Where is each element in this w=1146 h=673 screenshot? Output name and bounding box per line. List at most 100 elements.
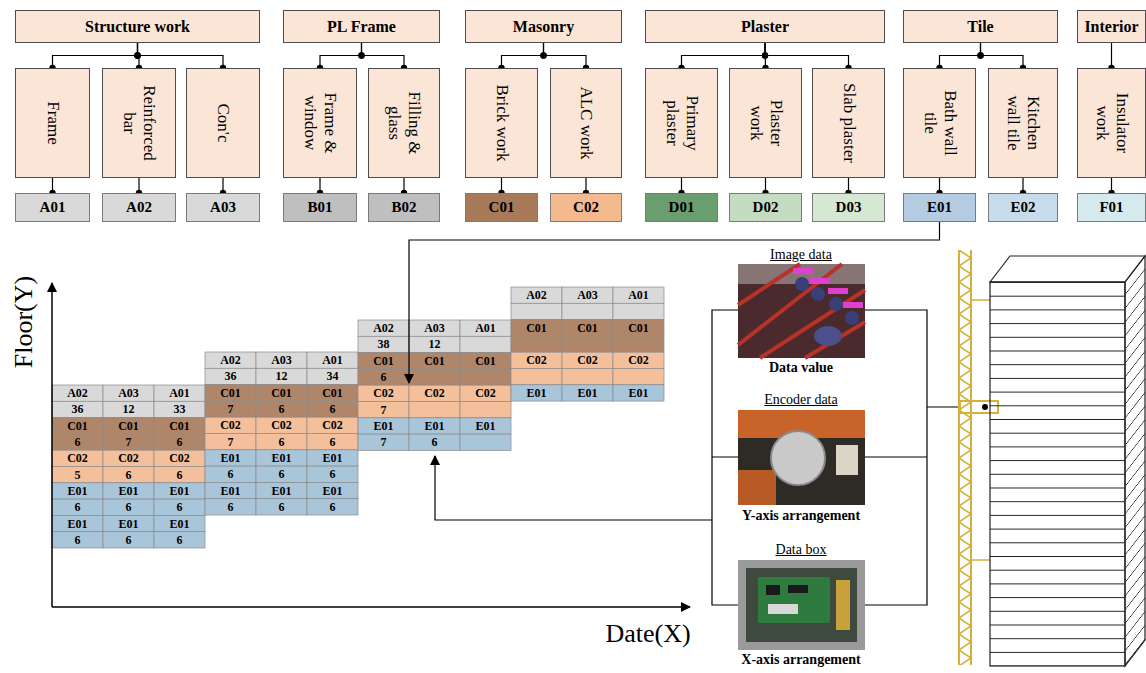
table-cell: 7: [381, 403, 387, 417]
table-cell: A02: [526, 288, 547, 302]
chart-cell: [460, 353, 511, 369]
node-text: A01: [40, 199, 66, 216]
table-cell: 6: [279, 467, 285, 481]
table-cell: A01: [169, 386, 190, 400]
tree-connector: [939, 178, 940, 193]
chart-cell: [103, 418, 154, 434]
table-cell: 6: [177, 500, 183, 514]
building-top: [990, 256, 1145, 282]
category-header: Interior: [1077, 10, 1146, 43]
chart-cell: [103, 450, 154, 466]
node-text: D02: [753, 199, 779, 216]
chart-cell: [409, 353, 460, 369]
tree-connector: [320, 43, 362, 68]
node-text: D03: [836, 199, 862, 216]
table-cell: 36: [72, 402, 84, 416]
tree-connector: [981, 43, 1024, 68]
chart-cell: [511, 385, 562, 401]
junction-dot: [540, 52, 546, 58]
photo-title: Encoder data: [764, 392, 837, 408]
node-text: C01: [489, 199, 515, 216]
tree-connector: [138, 178, 139, 193]
table-cell: 38: [378, 337, 390, 351]
chart-cell: [205, 466, 256, 482]
chart-cell: [154, 418, 205, 434]
tree-connector: [544, 43, 587, 68]
chart-cell: [511, 303, 562, 319]
code-box: A02: [102, 193, 176, 222]
code-box: C02: [550, 193, 622, 222]
task-box: Kitchen wall tile: [988, 68, 1058, 178]
chart-cell: [613, 287, 664, 303]
category-header: PL Frame: [283, 10, 440, 43]
tree-connector: [765, 43, 849, 68]
task-box: Bath wall tile: [903, 68, 976, 178]
photo-worker: [845, 311, 859, 325]
chart-cell: [256, 466, 307, 482]
chart-cell: [460, 418, 511, 434]
table-cell: A01: [322, 353, 343, 367]
mast-rail: [970, 250, 972, 665]
chip: [768, 604, 798, 614]
databox-photo: [738, 560, 865, 650]
table-cell: 6: [126, 468, 132, 482]
chart-cell: [613, 369, 664, 385]
chart-cell: [511, 320, 562, 336]
table-cell: C02: [373, 386, 394, 400]
table-cell: A03: [118, 386, 139, 400]
box-inside: [746, 568, 857, 642]
node-text: Primary plaster: [662, 83, 702, 163]
code-box: A03: [186, 193, 260, 222]
node-text: A03: [210, 199, 236, 216]
chart-cell: [205, 401, 256, 417]
chart-cell: [205, 450, 256, 466]
photo-worker: [795, 277, 809, 291]
table-cell: E01: [220, 451, 240, 465]
table-cell: C01: [220, 386, 241, 400]
table-cell: E01: [424, 419, 444, 433]
photo-caption: Y-axis arrangement: [742, 508, 860, 524]
chart-cell: [256, 417, 307, 433]
chart-cell: [256, 482, 307, 498]
node-text: PL Frame: [327, 18, 396, 36]
building-side: [1125, 256, 1145, 666]
table-cell: C01: [271, 386, 292, 400]
table-cell: C02: [475, 386, 496, 400]
code-box: A01: [15, 193, 90, 222]
chart-cell: [205, 482, 256, 498]
chip: [766, 585, 780, 595]
photo-ground: [738, 560, 865, 650]
table-cell: E01: [322, 451, 342, 465]
chart-cell: [562, 287, 613, 303]
task-box: Reinforced bar: [102, 68, 176, 178]
table-cell: 6: [75, 435, 81, 449]
chart-cell: [103, 385, 154, 401]
chart-cell: [562, 352, 613, 368]
chart-cell: [562, 336, 613, 352]
chart-cell: [52, 418, 103, 434]
table-cell: 6: [279, 500, 285, 514]
table-cell: 6: [228, 500, 234, 514]
chart-cell: [613, 320, 664, 336]
junction-dot: [977, 52, 983, 58]
table-cell: 12: [429, 337, 441, 351]
chart-cell: [460, 434, 511, 450]
mast-tie: [971, 299, 990, 301]
chart-cell: [409, 369, 460, 385]
table-cell: 7: [381, 435, 387, 449]
task-box: Slab plaster: [812, 68, 885, 178]
code-box: B01: [283, 193, 357, 222]
tree-connector: [222, 178, 223, 193]
table-cell: E01: [118, 484, 138, 498]
table-cell: 6: [330, 435, 336, 449]
table-cell: A03: [577, 288, 598, 302]
tree-connector: [138, 43, 224, 68]
node-text: Reinforced bar: [119, 83, 159, 163]
chart-cell: [409, 320, 460, 336]
chart-cell: [103, 434, 154, 450]
table-cell: E01: [67, 484, 87, 498]
table-cell: E01: [220, 484, 240, 498]
chart-cell: [52, 385, 103, 401]
node-text: A02: [126, 199, 152, 216]
